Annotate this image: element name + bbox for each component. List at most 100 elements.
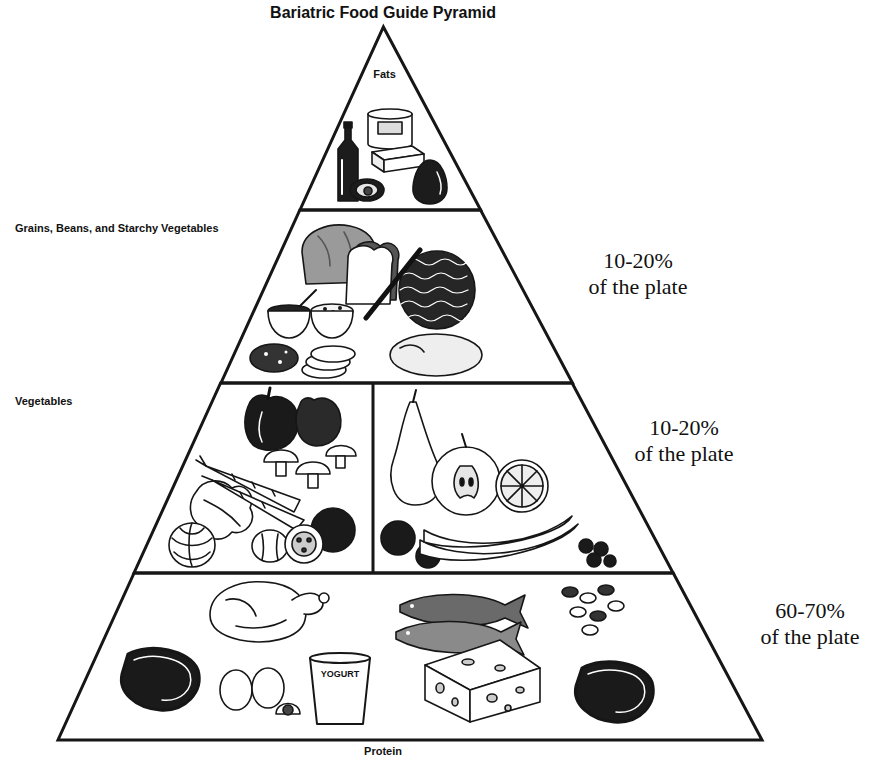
cheese-wedge-part [487, 694, 497, 702]
potato-slices [302, 346, 355, 378]
apple-half [432, 434, 500, 515]
bread-loaf-part [318, 232, 352, 266]
band-border [221, 210, 573, 383]
rice-bowl-part [324, 308, 326, 310]
grapes-part [604, 555, 616, 567]
roast-chicken [210, 582, 329, 642]
band-label: Vegetables [15, 395, 72, 408]
beans-part [570, 607, 586, 617]
butter-stick [372, 146, 424, 172]
protein-band: Protein [58, 573, 762, 740]
cheese-wedge-part [462, 659, 474, 665]
band-outline [134, 383, 673, 573]
apple-half-part [432, 447, 500, 515]
cheese-wedge-part [436, 683, 444, 693]
artichoke-part [169, 523, 215, 567]
roast-chicken-part [292, 593, 323, 614]
apple-half-part [454, 466, 478, 498]
roast-chicken-part [210, 582, 306, 642]
band-label: Fats [373, 68, 396, 81]
potato-part [250, 344, 298, 372]
eggs-part [283, 705, 293, 715]
package-label: YOGURT [321, 669, 360, 680]
beans-part [590, 611, 606, 621]
carrots-part [232, 474, 275, 508]
eggs-part [276, 704, 300, 715]
tomato-part [307, 538, 311, 542]
bananas [420, 516, 578, 560]
grapes [579, 539, 616, 567]
butter-stick-part [372, 152, 384, 172]
plate-share-label: 10-20% of the plate [635, 415, 737, 467]
avocado-half-part [350, 179, 384, 201]
band-border [300, 27, 481, 210]
avocado-part [437, 172, 441, 194]
mushrooms-part [264, 450, 298, 462]
apple-half-part [460, 478, 464, 486]
carrots-part [212, 480, 304, 530]
band-outline [221, 210, 573, 383]
eggs-part [220, 670, 252, 710]
yogurt-cup [310, 653, 370, 724]
potato-part [285, 351, 288, 354]
oil-bottle-part [344, 122, 352, 128]
tomato-part [285, 525, 323, 563]
pasta-pile-part [401, 273, 467, 279]
carrots-part [196, 456, 212, 480]
onion [252, 530, 288, 562]
pasta-pile-part [400, 287, 468, 293]
pear-part [413, 390, 416, 402]
band-border [58, 573, 762, 740]
pasta-pile-part [407, 315, 465, 321]
artichoke-part [172, 528, 212, 560]
strawberries-part [381, 521, 415, 555]
steak-part [134, 656, 191, 700]
tomato-part [292, 532, 316, 556]
eggs [220, 668, 300, 715]
beans-part [562, 587, 578, 597]
beans [562, 585, 624, 635]
potato [250, 344, 298, 372]
steak-part [588, 670, 645, 712]
lettuce-part [204, 500, 240, 526]
oil-bottle-part [341, 160, 343, 194]
plate-share-holder: 10-20% of the plate [635, 415, 737, 467]
grains-band: Grains, Beans, and Starchy Vegetables [221, 210, 573, 383]
mushrooms-part [276, 462, 286, 476]
artichoke [169, 523, 215, 567]
mushrooms-part [336, 456, 345, 468]
yogurt-cup-part [310, 658, 370, 724]
pepper-part [245, 395, 298, 450]
avocado-part [413, 160, 447, 204]
beans-part [598, 585, 614, 595]
bean-bowl-part [268, 311, 310, 338]
band-outline [300, 27, 481, 210]
pepper-part [268, 388, 270, 398]
potato-part [278, 360, 282, 364]
plate-share-holder: 60-70% of the plate [761, 598, 863, 650]
tomato-part [297, 538, 301, 542]
orange-half-part [501, 465, 543, 507]
rice-bowl-part [339, 307, 341, 309]
mushrooms-part [326, 446, 356, 457]
steak-part [575, 662, 653, 722]
potato-part [264, 352, 268, 356]
apple-half-part [462, 434, 466, 447]
cheese-wedge-part [470, 668, 540, 722]
cheese-wedge-part [425, 665, 470, 722]
breadstick-part [366, 250, 420, 318]
big-potato [390, 334, 482, 376]
avocado-half-part [364, 187, 372, 195]
fish-part [406, 631, 410, 635]
mushrooms [264, 446, 356, 489]
breadstick [366, 250, 420, 318]
yogurt-cup-part [310, 653, 370, 663]
diagram-title: Bariatric Food Guide Pyramid [270, 3, 496, 22]
cell-divider-part [372, 384, 375, 572]
eggs-part [252, 668, 284, 708]
title-holder: Bariatric Food Guide Pyramid [270, 3, 496, 22]
bean-bowl-part [300, 290, 316, 306]
cheese-wedge-part [452, 698, 458, 706]
mushrooms-part [296, 462, 330, 474]
